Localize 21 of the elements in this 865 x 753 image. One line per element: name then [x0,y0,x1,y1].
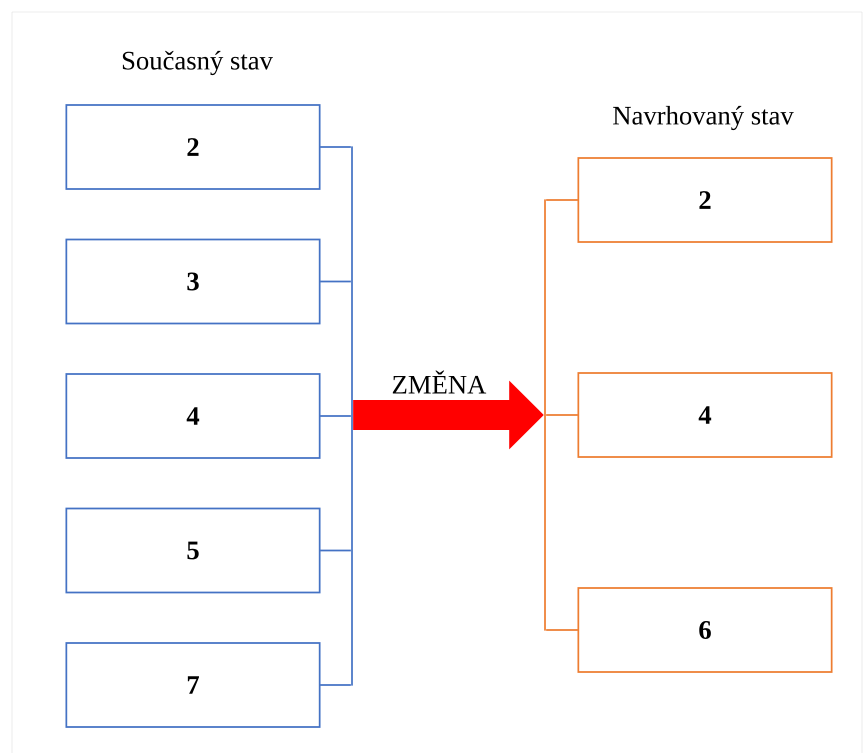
number-box: 5 [65,508,321,594]
number-box: 7 [65,642,321,728]
heading: Současný stav [122,50,273,76]
number-box: 2 [577,157,833,243]
connector-line [546,629,578,631]
connector-line [320,550,351,552]
heading: Navrhovaný stav [613,106,794,130]
connector-line [546,199,578,201]
connector-line [320,146,351,148]
connector-line [320,684,351,686]
number-box: 4 [65,373,321,459]
connector-line [320,280,351,282]
edge-label: ZMĚNA [392,370,486,394]
connector-line [320,415,351,417]
number-box: 4 [577,372,833,458]
bracket-line [351,146,353,686]
number-box: 3 [65,238,321,324]
number-box: 2 [65,104,321,190]
connector-line [546,414,578,416]
number-box: 6 [577,587,833,673]
bracket-line [544,199,546,631]
